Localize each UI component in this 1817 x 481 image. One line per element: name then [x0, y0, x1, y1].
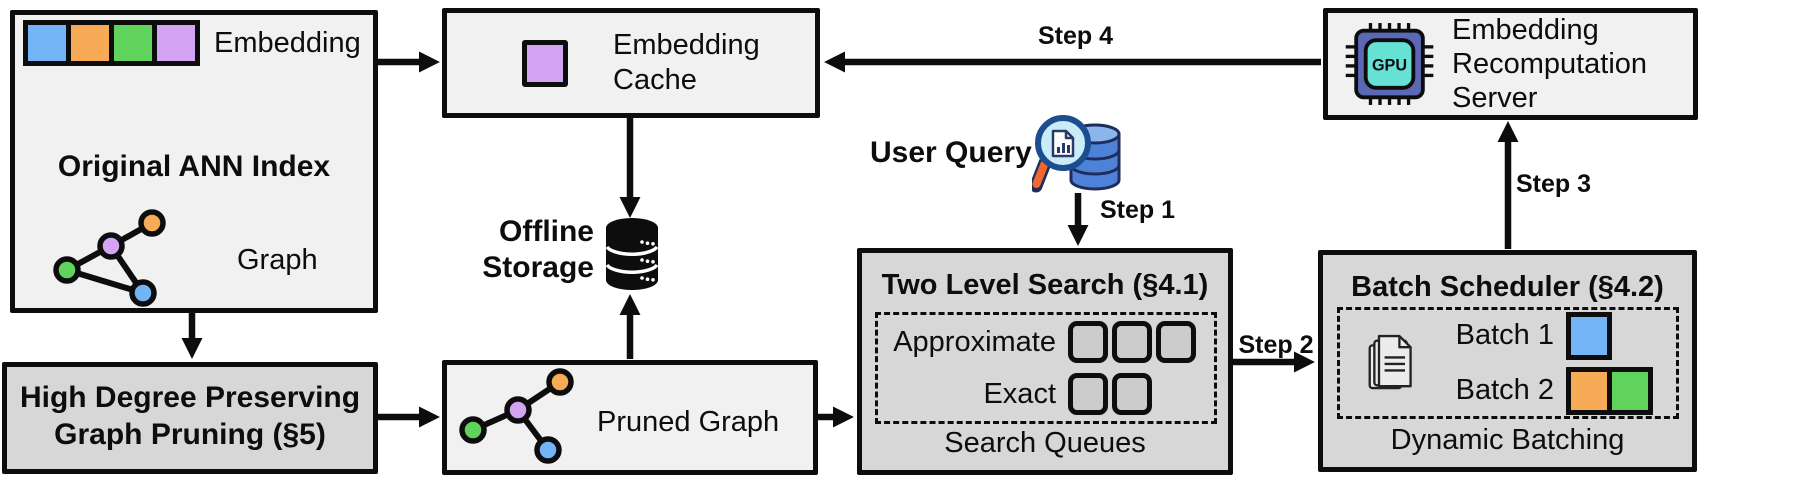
pruned-graph-box: Pruned Graph: [442, 360, 818, 475]
embedding-label: Embedding: [214, 26, 361, 59]
recomputation-server-box: GPU Embedding Recomputation Server: [1323, 8, 1698, 120]
exact-label: Exact: [983, 377, 1056, 410]
documents-icon: [1368, 334, 1412, 390]
queue-slot: [1068, 321, 1108, 363]
queue-slot: [1156, 321, 1196, 363]
search-queues-footer: Search Queues: [944, 427, 1146, 459]
query-search-icon: [1032, 115, 1121, 193]
gpu-chip-label: GPU: [1372, 57, 1407, 75]
embedding-vector-icon: [23, 20, 200, 66]
batch-scheduler-title: Batch Scheduler (§4.2): [1351, 271, 1664, 303]
two-level-search-title: Two Level Search (§4.1): [881, 269, 1209, 301]
embedding-cell-green: [109, 20, 157, 66]
step4-label: Step 4: [1038, 22, 1114, 50]
embedding-square-icon: [522, 39, 568, 87]
graph-label: Graph: [237, 244, 318, 276]
high-degree-pruning-line1: High Degree Preserving: [19, 381, 361, 414]
queue-slot: [1112, 373, 1152, 415]
two-level-search-box: Two Level Search (§4.1) Approximate Exac…: [857, 248, 1233, 475]
pruned-graph-label: Pruned Graph: [597, 406, 780, 438]
original-ann-index-box: Embedding Original ANN Index Graph: [10, 10, 378, 313]
approximate-queue-slots: [1068, 321, 1196, 363]
graph-icon: [53, 209, 166, 307]
recomputation-server-line2: Recomputation: [1452, 48, 1648, 80]
exact-queue-slots: [1068, 373, 1152, 415]
step1-label: Step 1: [1100, 196, 1176, 224]
approximate-label: Approximate: [893, 325, 1056, 358]
batch2-slot-green: [1607, 366, 1653, 415]
high-degree-pruning-title: High Degree Preserving Graph Pruning (§5…: [7, 379, 373, 453]
batch1-row: Batch 1: [1432, 311, 1653, 360]
batch2-slot-orange: [1566, 366, 1612, 415]
embedding-cache-line1: Embedding: [613, 29, 760, 61]
offline-storage-line1: Offline: [499, 215, 594, 248]
queue-slot: [1112, 321, 1152, 363]
recomputation-server-content: GPU Embedding Recomputation Server: [1328, 13, 1693, 115]
high-degree-pruning-line2: Graph Pruning (§5): [54, 418, 326, 451]
recomputation-server-line1: Embedding: [1452, 14, 1599, 46]
approximate-queue-row: Approximate: [884, 316, 1214, 368]
embedding-cache-box: Embedding Cache: [442, 8, 820, 118]
original-ann-index-title: Original ANN Index: [57, 150, 331, 183]
queue-slot: [1068, 373, 1108, 415]
embedding-row: Embedding: [23, 20, 361, 66]
batch2-label: Batch 2: [1455, 374, 1554, 406]
dynamic-batching-panel: Batch 1 Batch 2: [1337, 307, 1679, 419]
embedding-cell-orange: [66, 20, 114, 66]
embedding-cache-content: Embedding Cache: [447, 13, 815, 113]
embedding-cache-title: Embedding Cache: [613, 28, 760, 98]
batch-rows: Batch 1 Batch 2: [1432, 311, 1653, 415]
recomputation-server-line3: Server: [1452, 82, 1538, 114]
offline-storage-line2: Storage: [482, 251, 594, 284]
database-icon: [605, 218, 659, 290]
recomputation-server-title: Embedding Recomputation Server: [1452, 13, 1647, 115]
batch1-label: Batch 1: [1455, 319, 1554, 351]
exact-queue-row: Exact: [884, 368, 1214, 420]
search-queues-panel: Approximate Exact: [875, 312, 1217, 424]
offline-storage-label: Offline Storage: [452, 214, 594, 286]
step3-label: Step 3: [1516, 170, 1592, 198]
batch-scheduler-box: Batch Scheduler (§4.2) Batch 1 Batch 2: [1318, 250, 1697, 472]
user-query-label: User Query: [870, 136, 1032, 169]
batch2-row: Batch 2: [1432, 366, 1653, 415]
embedding-cell-blue: [23, 20, 71, 66]
dynamic-batching-footer: Dynamic Batching: [1390, 424, 1625, 456]
step2-label: Step 2: [1238, 331, 1314, 359]
pruned-graph-icon: [459, 368, 574, 464]
embedding-cache-line2: Cache: [613, 64, 697, 96]
gpu-chip-icon: GPU: [1345, 23, 1434, 105]
batch1-slot-blue: [1566, 311, 1612, 360]
embedding-cell-purple: [152, 20, 200, 66]
high-degree-pruning-box: High Degree Preserving Graph Pruning (§5…: [2, 362, 378, 474]
